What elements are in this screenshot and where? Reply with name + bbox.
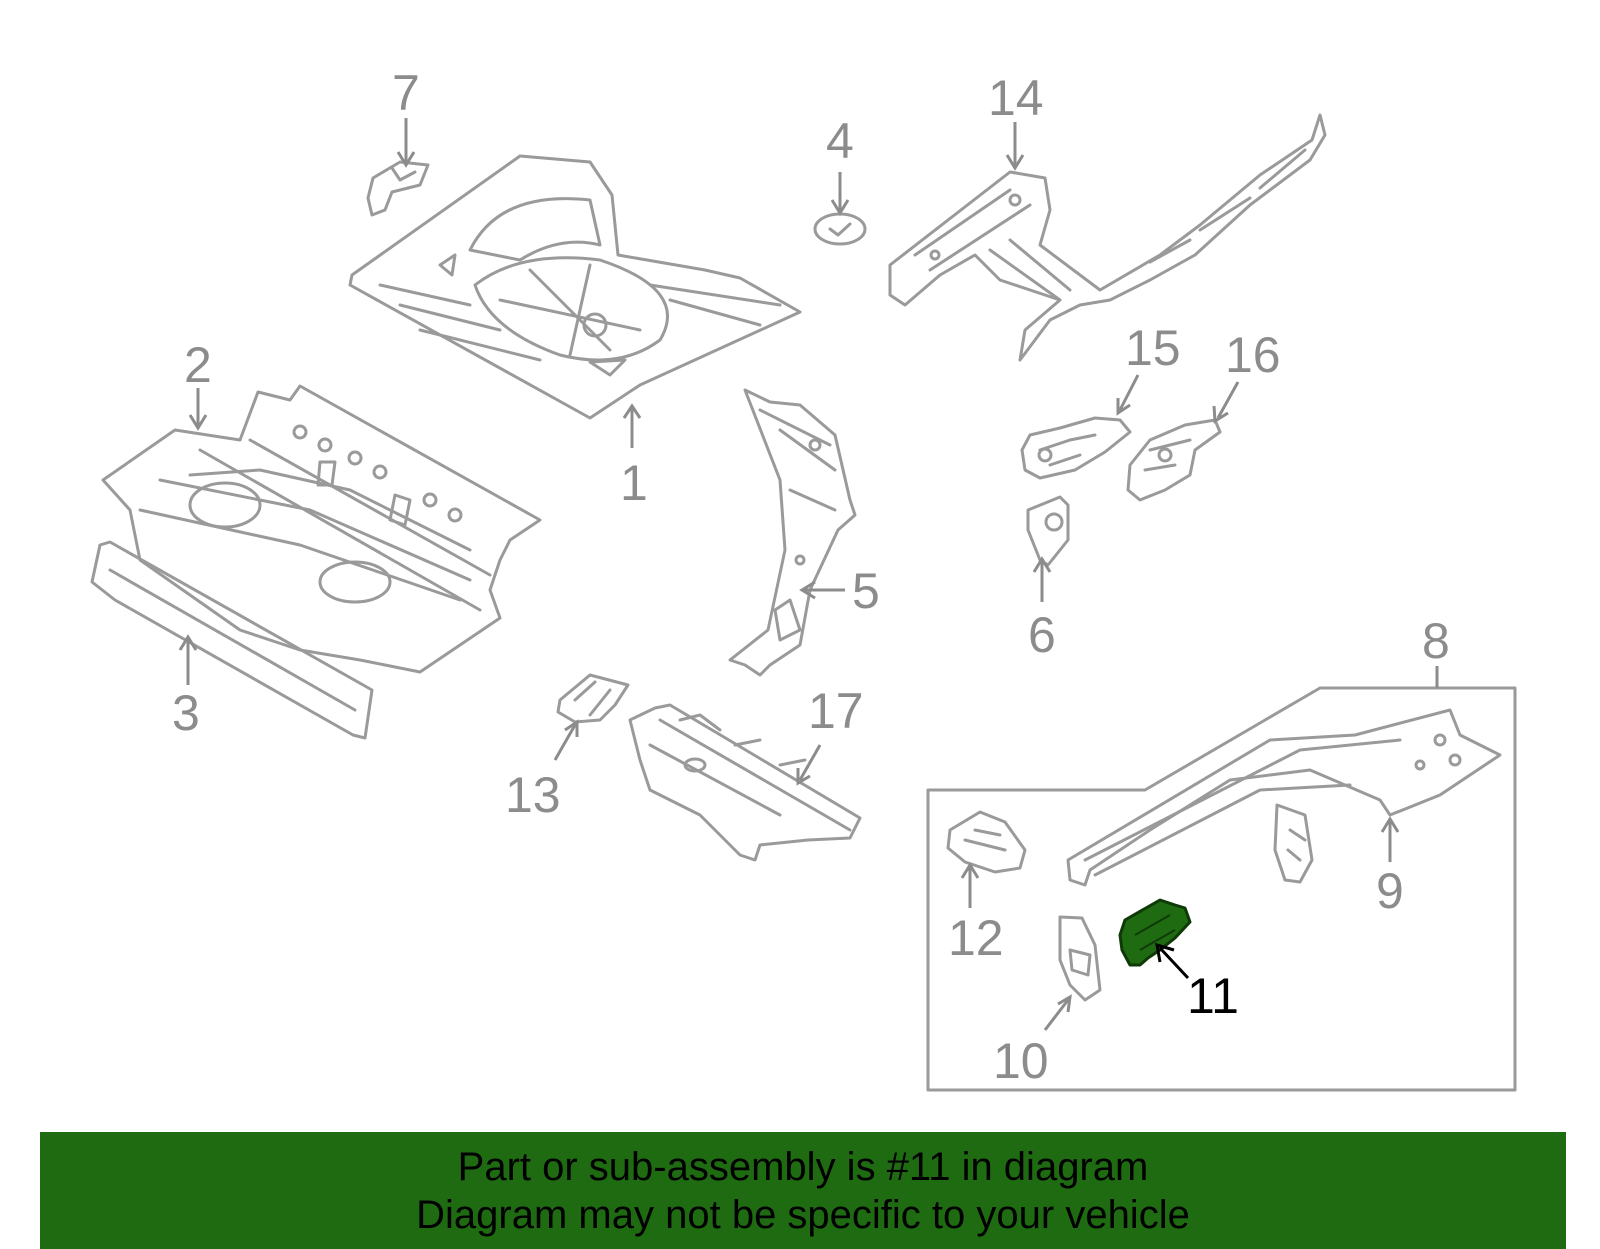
parts-diagram: 1 2 3 4 5 6 7 8 9 10 12 13 14 15 16 17 1… xyxy=(90,65,1517,1092)
arrow-13 xyxy=(553,719,579,761)
callout-4: 4 xyxy=(826,113,854,169)
banner-line-2: Diagram may not be specific to your vehi… xyxy=(416,1192,1190,1237)
part-4-plug[interactable] xyxy=(813,212,867,246)
arrow-1 xyxy=(622,403,642,448)
callout-14: 14 xyxy=(988,70,1044,126)
part-12-bracket[interactable] xyxy=(946,810,1027,874)
arrow-9 xyxy=(1380,816,1400,862)
part-3-cross-member[interactable] xyxy=(90,540,374,740)
callout-17: 17 xyxy=(808,683,864,739)
part-13-bracket[interactable] xyxy=(556,673,630,724)
callout-1: 1 xyxy=(620,455,648,511)
callout-13: 13 xyxy=(505,767,561,823)
inset-box xyxy=(926,686,1517,1092)
callout-6: 6 xyxy=(1028,607,1056,663)
part-2-rear-floor[interactable] xyxy=(101,384,542,674)
part-10-plate[interactable] xyxy=(1058,915,1102,1002)
callout-11: 11 xyxy=(1187,968,1239,1024)
arrow-11 xyxy=(1155,942,1190,980)
arrow-17 xyxy=(796,744,822,786)
arrow-7 xyxy=(396,118,416,168)
callout-15: 15 xyxy=(1125,320,1181,376)
arrow-6 xyxy=(1032,556,1052,602)
arrow-10 xyxy=(1043,994,1072,1031)
callout-7: 7 xyxy=(392,65,420,121)
part-9-side-member[interactable] xyxy=(1066,708,1502,887)
arrow-5 xyxy=(799,580,845,600)
callout-8: 8 xyxy=(1422,613,1450,669)
part-17-member[interactable] xyxy=(628,703,862,862)
part-14-rail[interactable] xyxy=(888,113,1327,362)
part-7-bracket[interactable] xyxy=(366,160,430,217)
callout-3: 3 xyxy=(172,685,200,741)
callout-12: 12 xyxy=(948,910,1004,966)
part-11-highlighted[interactable] xyxy=(1118,898,1192,967)
arrow-4 xyxy=(830,172,850,216)
callout-2: 2 xyxy=(184,337,212,393)
arrow-12 xyxy=(960,862,980,908)
callout-10: 10 xyxy=(993,1033,1049,1089)
arrow-16 xyxy=(1212,381,1240,424)
callout-9: 9 xyxy=(1376,863,1404,919)
notice-banner: Part or sub-assembly is #11 in diagram D… xyxy=(40,1132,1566,1249)
arrow-2 xyxy=(188,388,208,431)
arrow-15 xyxy=(1116,374,1140,416)
callout-16: 16 xyxy=(1225,327,1281,383)
arrow-14 xyxy=(1005,122,1025,171)
banner-line-1: Part or sub-assembly is #11 in diagram xyxy=(457,1144,1149,1189)
part-5-wheelhouse[interactable] xyxy=(728,388,857,677)
part-1-trunk-floor[interactable] xyxy=(348,154,802,420)
part-16-bracket[interactable] xyxy=(1126,418,1222,502)
callout-5: 5 xyxy=(852,563,880,619)
part-small-bracket[interactable] xyxy=(1273,803,1314,884)
part-15-bracket[interactable] xyxy=(1020,416,1132,480)
part-6-plate[interactable] xyxy=(1026,495,1070,567)
arrow-3 xyxy=(178,634,198,685)
